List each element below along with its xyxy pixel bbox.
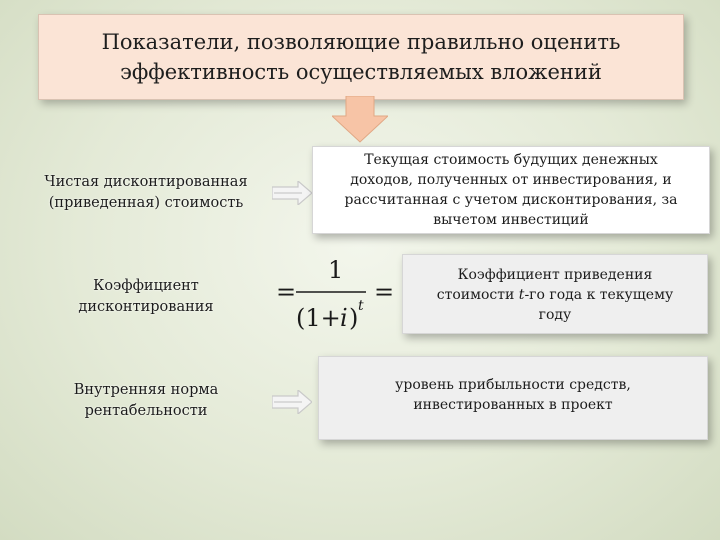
formula-equals-left: =: [276, 278, 296, 306]
npv-description-text: Текущая стоимость будущих денежных доход…: [344, 152, 678, 228]
formula-den-open: (1+: [296, 304, 341, 332]
label-npv: Чистая дисконтированная (приведенная) ст…: [44, 174, 248, 211]
irr-description-text: уровень прибыльности средств, инвестиров…: [395, 377, 631, 413]
right-arrow-icon: [272, 181, 312, 205]
discount-desc-part2: -го года к текущему году: [524, 287, 674, 323]
box-npv-description: Текущая стоимость будущих денежных доход…: [312, 146, 710, 234]
formula-den-close: ): [349, 304, 358, 332]
box-irr-description: уровень прибыльности средств, инвестиров…: [318, 356, 708, 440]
formula-den-var: i: [340, 304, 348, 332]
label-irr: Внутренняя норма рентабельности: [73, 382, 219, 419]
box-discount-factor-description: Коэффициент приведения стоимости t-го го…: [402, 254, 708, 334]
discount-desc-var: t: [518, 287, 525, 303]
formula-exponent: t: [358, 298, 364, 314]
right-arrow-icon: [272, 390, 312, 414]
title-text: Показатели, позволяющие правильно оценит…: [101, 30, 621, 84]
label-discount-factor: Коэффициент дисконтирования: [78, 278, 214, 315]
formula-numerator: 1: [328, 256, 343, 284]
title-box: Показатели, позволяющие правильно оценит…: [38, 14, 684, 100]
discount-desc-part1: Коэффициент приведения стоимости: [436, 267, 653, 303]
formula-equals-right: =: [374, 278, 394, 306]
down-arrow-icon: [332, 96, 388, 143]
discount-factor-description-text: Коэффициент приведения стоимости t-го го…: [437, 265, 673, 325]
discount-formula: = 1 (1+ i ) t =: [276, 256, 394, 332]
